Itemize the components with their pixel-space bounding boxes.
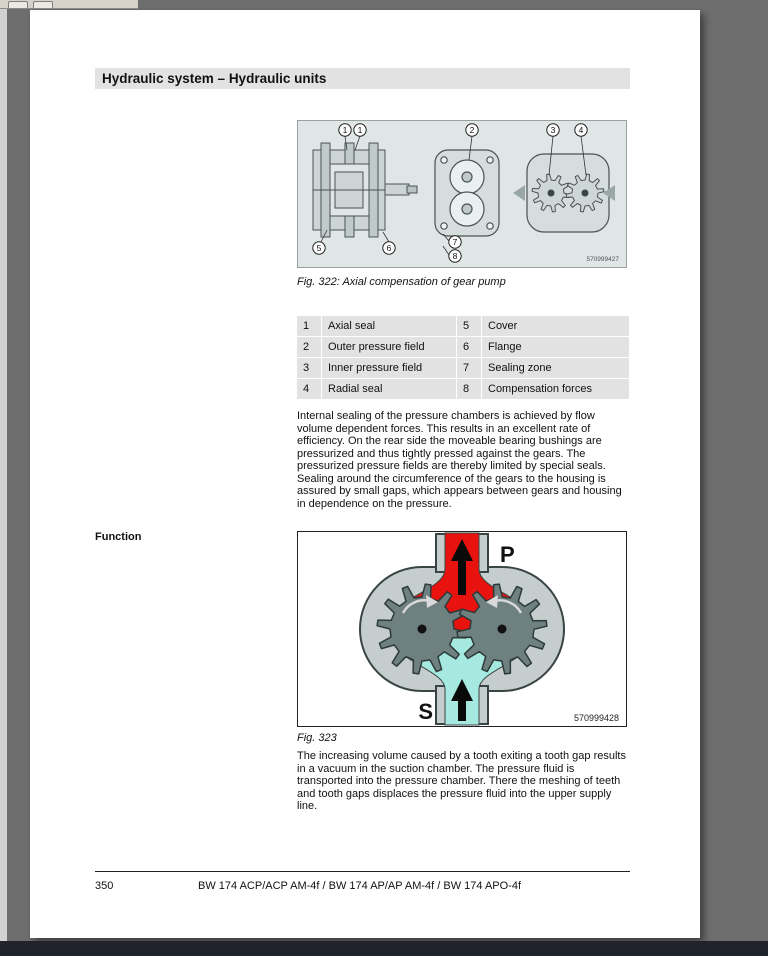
flow-arrow-right [603,185,615,201]
figure-322-caption: Fig. 322: Axial compensation of gear pum… [297,276,506,288]
fig-323-drawing: P S 570999428 [297,531,627,727]
rotation-arrows [401,595,523,614]
gear-axle-right [497,624,507,634]
figure-322: 1 1 2 3 4 5 6 7 8 570999427 [297,120,627,268]
figure-323: P S 570999428 [297,531,627,727]
figure-323-code: 570999428 [574,713,619,723]
footer-rule [95,871,630,872]
taskbar [0,941,768,956]
flow-arrows [451,539,473,721]
legend-term: Axial seal [322,316,456,336]
body-paragraph: The increasing volume caused by a tooth … [297,750,626,812]
figure-323-caption: Fig. 323 [297,732,337,744]
legend-key: 7 [457,358,481,378]
legend-key: 2 [297,337,321,357]
callout-7: 7 [453,237,458,247]
callout-6: 6 [387,243,392,253]
legend-key: 4 [297,379,321,399]
pump-front-view [434,149,500,237]
legend-term: Cover [482,316,629,336]
legend-key: 6 [457,337,481,357]
toolbar-button[interactable] [33,1,53,8]
callout-leaders [320,135,587,256]
page-number: 350 [95,880,114,892]
pressure-label: P [500,542,515,567]
document-page: Hydraulic system – Hydraulic units [30,10,700,938]
legend-key: 1 [297,316,321,336]
suction-label: S [418,699,433,724]
legend-term: Compensation forces [482,379,629,399]
footer-model-text: BW 174 ACP/ACP AM-4f / BW 174 AP/AP AM-4… [198,880,522,892]
legend-term: Sealing zone [482,358,629,378]
legend-term: Outer pressure field [322,337,456,357]
pump-gear-view [513,153,615,233]
callout-3: 3 [551,125,556,135]
toolbar-button[interactable] [8,1,28,8]
callout-2: 2 [470,125,475,135]
figure-322-code: 570999427 [586,256,619,263]
callout-1a: 1 [343,125,348,135]
legend-key: 5 [457,316,481,336]
margin-label-function: Function [95,531,142,543]
legend-key: 3 [297,358,321,378]
legend-term: Flange [482,337,629,357]
legend-table: 1 Axial seal 5 Cover 2 Outer pressure fi… [297,316,629,399]
gear-axle-left [417,624,427,634]
section-header: Hydraulic system – Hydraulic units [95,68,630,89]
callout-8: 8 [453,251,458,261]
callout-numbers: 1 1 2 3 4 5 6 7 8 [312,123,588,263]
fig-322-drawing: 1 1 2 3 4 5 6 7 8 570999427 [297,120,627,268]
callout-1b: 1 [358,125,363,135]
legend-key: 8 [457,379,481,399]
legend-term: Inner pressure field [322,358,456,378]
legend-term: Radial seal [322,379,456,399]
callout-5: 5 [317,243,322,253]
body-paragraph: Internal sealing of the pressure chamber… [297,410,622,510]
section-title: Hydraulic system – Hydraulic units [102,71,327,86]
toolbar-fragment [0,0,138,9]
viewer-left-edge [0,0,7,956]
pump-side-section [312,142,418,238]
callout-4: 4 [579,125,584,135]
flow-arrow-left [513,185,525,201]
